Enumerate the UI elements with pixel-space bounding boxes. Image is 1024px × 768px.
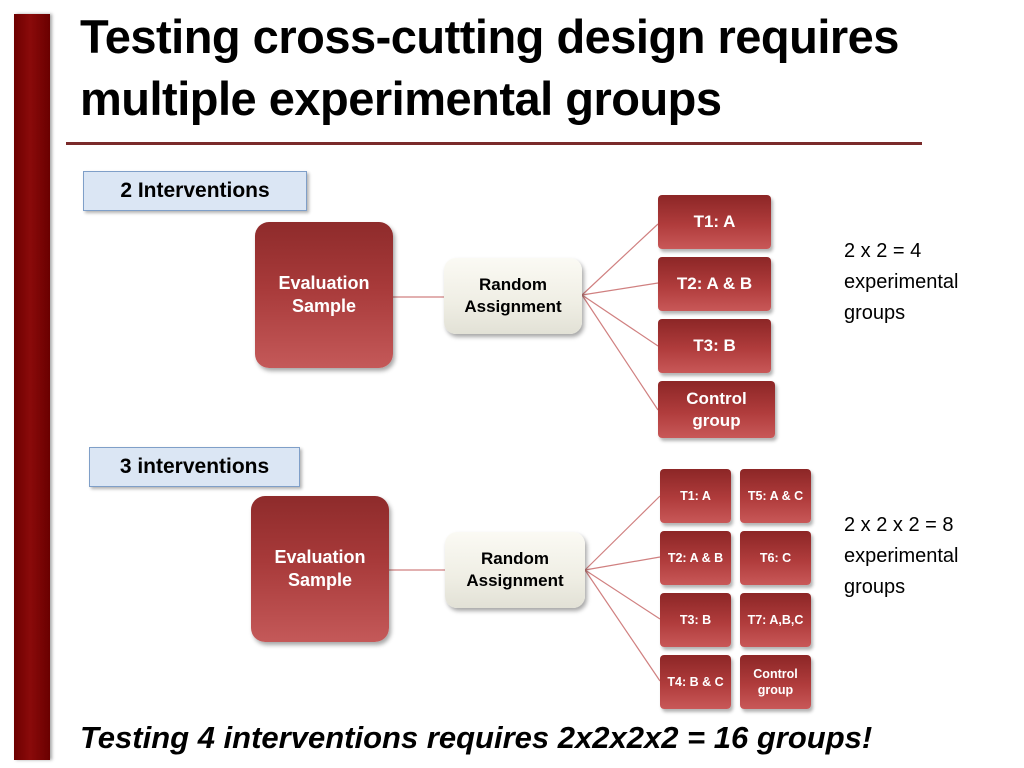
connector-rand2-t2 bbox=[584, 556, 661, 571]
sidebar-accent-bar bbox=[14, 14, 50, 760]
random-assignment-node: Random Assignment bbox=[444, 258, 582, 334]
group-label: T1: A bbox=[693, 212, 736, 231]
evaluation-sample-node: Evaluation Sample bbox=[255, 222, 393, 368]
group-label: T7: A,B,C bbox=[747, 613, 804, 627]
title-underline bbox=[66, 142, 922, 145]
group-t1: T1: A bbox=[658, 195, 771, 249]
group-label: T4: B & C bbox=[667, 675, 724, 689]
note-line: experimental bbox=[844, 271, 959, 293]
note-line: groups bbox=[844, 302, 906, 324]
section-label-3-interventions: 3 interventions bbox=[89, 447, 300, 487]
group-t7: T7: A,B,C bbox=[740, 593, 811, 647]
title-line-2: multiple experimental groups bbox=[80, 72, 722, 125]
group-label: Control group bbox=[753, 667, 798, 697]
note-line: 2 x 2 = 4 bbox=[844, 240, 922, 262]
group-label: T5: A & C bbox=[747, 489, 804, 503]
random-assignment-text: Random Assignment bbox=[466, 549, 564, 590]
connector-rand1-t1 bbox=[581, 223, 659, 296]
group-t2: T2: A & B bbox=[658, 257, 771, 311]
group-label: T2: A & B bbox=[667, 551, 724, 565]
connector-rand2-t4 bbox=[584, 569, 661, 682]
group-t1: T1: A bbox=[660, 469, 731, 523]
group-label: T6: C bbox=[759, 551, 792, 565]
random-assignment-node: Random Assignment bbox=[445, 532, 585, 608]
evaluation-sample-node: Evaluation Sample bbox=[251, 496, 389, 642]
group-label: T1: A bbox=[680, 489, 711, 503]
group-label: T2: A & B bbox=[676, 274, 753, 293]
connector-rand2-t3 bbox=[584, 569, 661, 620]
note-line: groups bbox=[844, 576, 906, 598]
connector-rand1-t2 bbox=[581, 282, 659, 296]
group-t6: T6: C bbox=[740, 531, 811, 585]
group-control: Control group bbox=[740, 655, 811, 709]
group-t5: T5: A & C bbox=[740, 469, 811, 523]
group-label: T3: B bbox=[693, 336, 736, 355]
title-line-1: Testing cross-cutting design requires bbox=[80, 10, 899, 63]
group-t2: T2: A & B bbox=[660, 531, 731, 585]
connector-rand2-t1 bbox=[584, 495, 661, 571]
section2-note: 2 x 2 x 2 = 8 experimental groups bbox=[844, 510, 959, 603]
section-label-text: 3 interventions bbox=[119, 455, 270, 478]
evaluation-sample-text: Evaluation Sample bbox=[278, 273, 370, 316]
group-t4: T4: B & C bbox=[660, 655, 731, 709]
footer-conclusion: Testing 4 interventions requires 2x2x2x2… bbox=[80, 720, 873, 755]
random-assignment-text: Random Assignment bbox=[464, 275, 562, 316]
note-line: experimental bbox=[844, 545, 959, 567]
section1-note: 2 x 2 = 4 experimental groups bbox=[844, 236, 959, 329]
note-line: 2 x 2 x 2 = 8 bbox=[844, 514, 954, 536]
group-control: Control group bbox=[658, 381, 775, 438]
group-label: Control group bbox=[686, 388, 747, 430]
connector-rand1-t3 bbox=[581, 294, 659, 347]
section-label-text: 2 Interventions bbox=[120, 179, 270, 202]
evaluation-sample-text: Evaluation Sample bbox=[274, 547, 366, 590]
group-label: T3: B bbox=[679, 613, 712, 627]
connector-rand1-control bbox=[581, 294, 659, 411]
group-t3: T3: B bbox=[660, 593, 731, 647]
group-t3: T3: B bbox=[658, 319, 771, 373]
section-label-2-interventions: 2 Interventions bbox=[83, 171, 307, 211]
slide-title: Testing cross-cutting design requires mu… bbox=[80, 6, 1000, 130]
